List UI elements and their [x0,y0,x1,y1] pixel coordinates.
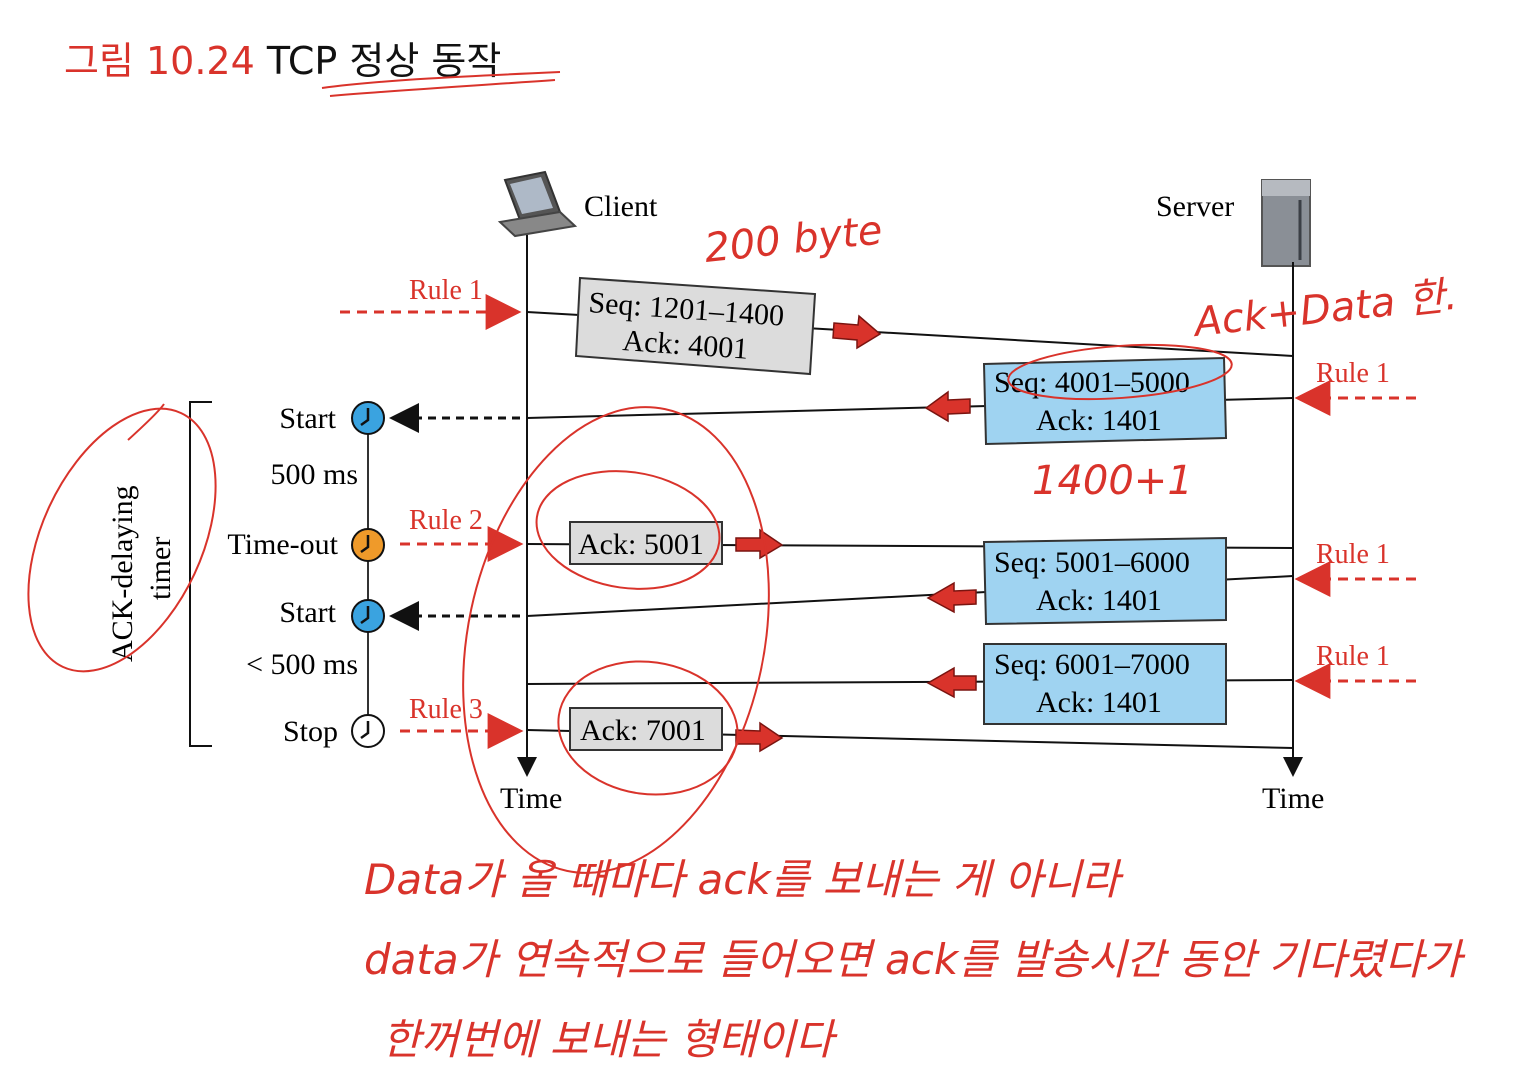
segment-box-5: Seq: 6001–7000 Ack: 1401 [983,643,1227,725]
seg2-ack: Ack: 1401 [1036,404,1162,437]
dir-arrow-2 [924,390,971,423]
clock-timeout-icon [351,528,385,562]
dir-arrow-4 [926,581,977,614]
clock-start-1-icon [351,401,385,435]
seg5-ack: Ack: 1401 [1036,686,1162,719]
client-label: Client [584,190,658,223]
segment-box-6: Ack: 7001 [569,707,723,751]
circle-ack-delaying [27,407,217,673]
segment-box-3: Ack: 5001 [569,521,723,565]
duration-less-500ms: < 500 ms [246,648,358,681]
seg4-ack: Ack: 1401 [1036,584,1162,617]
duration-500ms: 500 ms [270,458,358,491]
rule-label-left-2: Rule 2 [409,505,483,536]
note-1400-plus-1: 1400+1 [1032,458,1193,504]
circle-ack-5001 [535,470,721,590]
ack-delaying-label: ACK-delaying [106,485,139,662]
circle-ack-7001 [557,660,739,796]
figure-number: 그림 10.24 [64,39,255,83]
segment-box-1: Seq: 1201–1400 Ack: 4001 [574,276,817,376]
server-label: Server [1156,190,1234,223]
laptop-icon [497,170,578,238]
timer-label: timer [144,537,177,600]
clock-start-2-icon [351,599,385,633]
seg5-seq: Seq: 6001–7000 [994,648,1190,681]
seg4-seq: Seq: 5001–6000 [994,546,1190,579]
rule-label-right-1: Rule 1 [1316,358,1390,389]
dir-arrow-6 [735,721,784,753]
clock-stop-icon [351,714,385,748]
stop-label: Stop [283,715,338,748]
rule-label-right-3: Rule 1 [1316,641,1390,672]
note-200-byte: 200 byte [702,208,884,272]
circle-seq-4001 [1007,343,1233,401]
title-underline-scribble [321,71,561,97]
rule-label-left-3: Rule 3 [409,694,483,725]
title-tcp: TCP [266,39,338,83]
server-icon [1261,179,1311,267]
dir-arrow-1 [832,314,882,350]
start-label-1: Start [279,402,336,435]
timer-bracket [189,401,212,747]
segment-box-4: Seq: 5001–6000 Ack: 1401 [982,536,1227,626]
scribble-left [127,403,165,441]
dir-arrow-3 [735,528,784,560]
circle-large-left [462,406,770,874]
note-ack-data: Ack+Data 한. [1189,273,1459,347]
direction-arrows [735,314,977,753]
note-line-3: 한꺼번에 보내는 형태이다 [382,1015,838,1064]
note-line-1: Data가 올 때마다 ack를 보내는 게 아니라 [364,855,1124,904]
start-label-2: Start [279,596,336,629]
time-label-server: Time [1262,782,1324,815]
timeout-label: Time-out [227,528,338,561]
seg6-ack: Ack: 7001 [580,714,706,747]
seg3-ack: Ack: 5001 [578,528,704,561]
rule-label-left-1: Rule 1 [409,275,483,306]
handwritten-marks [27,343,1233,874]
rule-label-right-2: Rule 1 [1316,539,1390,570]
note-line-2: data가 연속적으로 들어오면 ack를 발송시간 동안 기다렸다가 [364,935,1466,984]
segment-box-2: Seq: 4001–5000 Ack: 1401 [982,356,1228,446]
dir-arrow-5 [926,666,977,699]
time-label-client: Time [500,782,562,815]
